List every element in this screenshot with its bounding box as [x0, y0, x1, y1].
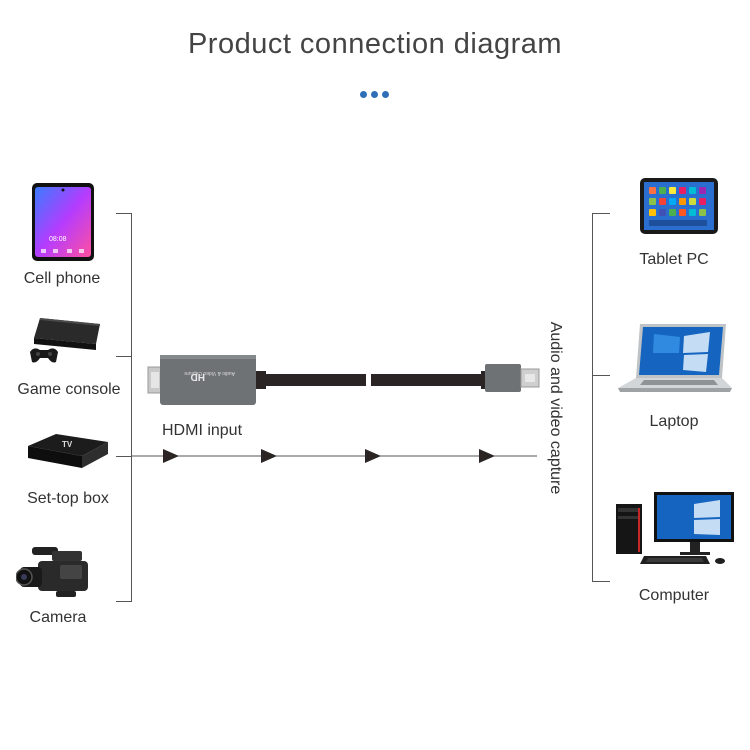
svg-text:HD: HD	[191, 371, 205, 382]
svg-text:TV: TV	[62, 440, 73, 449]
laptop-icon	[618, 324, 732, 392]
flow-arrow-icon	[365, 449, 381, 463]
tablet-icon	[640, 178, 718, 234]
label-laptop: Laptop	[649, 413, 699, 430]
capture-label: Audio and video capture	[547, 321, 564, 495]
hdmi-input-label: HDMI input	[162, 422, 243, 439]
decorative-dots	[360, 91, 392, 99]
signal-flow-line	[131, 449, 537, 463]
label-camera: Camera	[29, 609, 87, 626]
label-game-console: Game console	[17, 381, 121, 398]
desktop-computer-icon	[616, 492, 734, 564]
left-bracket-vertical	[131, 213, 132, 602]
game-console-icon	[30, 318, 100, 363]
dot	[360, 91, 367, 98]
svg-text:08:08: 08:08	[49, 236, 67, 243]
page-title: Product connection diagram	[187, 28, 563, 60]
hdmi-capture-adapter: HD Audio & Video Capture	[147, 355, 540, 405]
right-bracket-tick	[592, 581, 610, 582]
flow-arrow-icon	[163, 449, 179, 463]
label-computer: Computer	[638, 587, 710, 604]
camcorder-icon	[16, 547, 88, 597]
left-bracket-tick	[116, 456, 132, 457]
flow-arrow-icon	[261, 449, 277, 463]
smartphone-icon: 08:08	[32, 183, 94, 261]
dot	[371, 91, 378, 98]
right-bracket-vertical	[592, 213, 593, 582]
left-bracket-tick	[116, 213, 132, 214]
right-bracket-tick	[592, 375, 610, 376]
left-bracket-tick	[116, 356, 132, 357]
flow-arrow-icon	[479, 449, 495, 463]
svg-text:Audio & Video Capture: Audio & Video Capture	[184, 370, 235, 376]
dot	[382, 91, 389, 98]
left-bracket-tick	[116, 601, 132, 602]
label-cell-phone: Cell phone	[23, 270, 101, 287]
label-tablet-pc: Tablet PC	[639, 251, 709, 268]
right-bracket-tick	[592, 213, 610, 214]
label-set-top-box: Set-top box	[27, 490, 109, 507]
set-top-box-icon: TV	[28, 434, 108, 468]
